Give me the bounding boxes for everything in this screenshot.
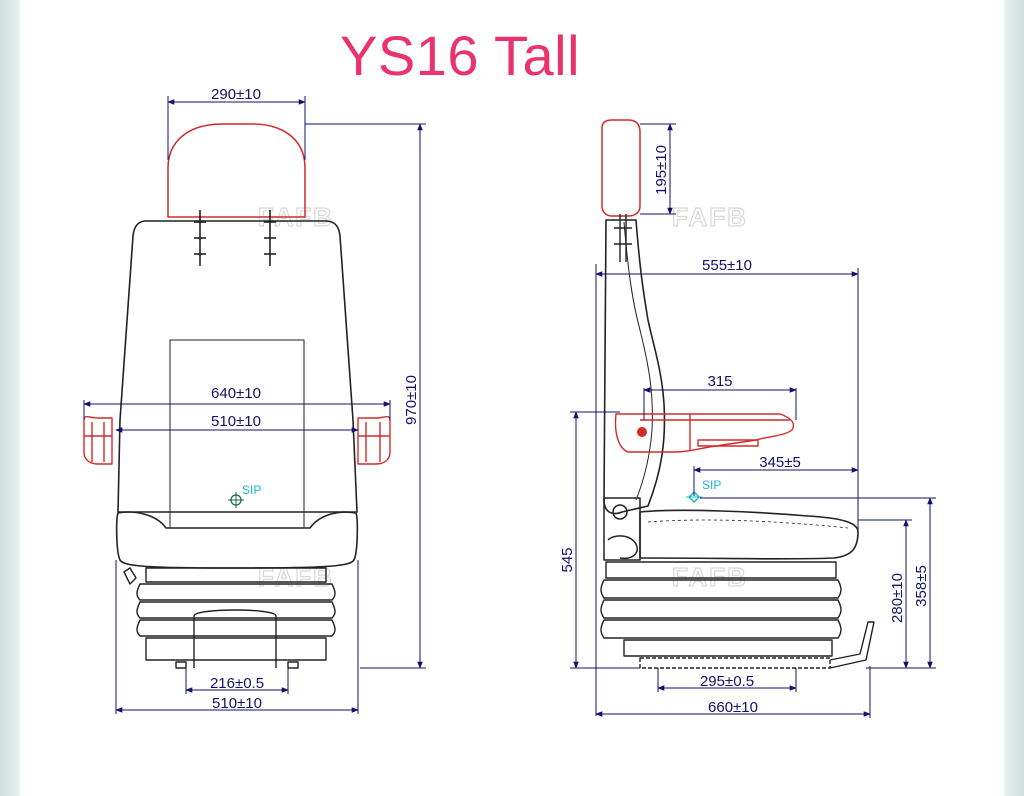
dim-base-width: 216±0.5: [210, 675, 264, 692]
side-seat-frame: [603, 497, 641, 561]
front-view: SIP 290±10 97: [83, 86, 426, 714]
side-sip-marker: [686, 491, 702, 503]
dim-seat-height-min: 280±10: [889, 573, 906, 623]
front-sip-marker: [228, 492, 244, 508]
side-headrest: [601, 119, 641, 217]
front-seat-cushion: [115, 511, 359, 569]
side-seat-cushion: [639, 509, 859, 560]
watermarks: FAFB FAFB FAFB FAFB: [257, 201, 748, 592]
armrest-pivot-dot: [637, 427, 647, 437]
front-suspension-bellows: [123, 567, 336, 669]
dim-top-depth: 555±10: [702, 257, 752, 274]
dim-headrest-height: 195±10: [653, 145, 670, 195]
dim-overall-height: 970±10: [403, 375, 420, 425]
front-right-armrest: [357, 416, 391, 465]
side-view: SIP: [559, 119, 936, 718]
dim-bottom-width: 510±10: [212, 695, 262, 712]
diagram-title: YS16 Tall: [340, 24, 581, 87]
side-cushion-seam: [647, 519, 849, 529]
dim-armrest-inner-width: 510±10: [211, 413, 261, 430]
front-headrest: [167, 123, 306, 218]
side-dimension-labels: 195±10 555±10 315 345±5 545 280±10 358±5…: [559, 145, 930, 716]
headrest-posts: [194, 210, 276, 266]
dim-base-depth: 295±0.5: [700, 673, 754, 690]
front-left-armrest: [83, 416, 113, 465]
front-dimension-labels: 290±10 970±10 640±10 510±10 216±0.5 510±…: [210, 86, 420, 712]
watermark-text: FAFB: [672, 562, 748, 592]
side-dimension-lines: [570, 123, 936, 718]
side-backrest: [603, 219, 666, 515]
dim-armrest-height: 545: [559, 547, 576, 572]
side-sip-label: SIP: [702, 478, 721, 492]
side-headrest-post: [614, 214, 632, 262]
dim-armrest-outer-width: 640±10: [211, 385, 261, 402]
side-backrest-contour: [623, 221, 653, 501]
dim-seat-depth: 345±5: [759, 454, 801, 471]
side-suspension-bellows: [600, 561, 875, 669]
dim-seat-height-max: 358±5: [913, 565, 930, 607]
dim-overall-depth: 660±10: [708, 699, 758, 716]
front-sip-label: SIP: [242, 483, 261, 497]
front-backrest: [117, 220, 358, 513]
dim-headrest-width: 290±10: [211, 86, 261, 103]
watermark-text: FAFB: [672, 202, 748, 232]
dim-armrest-length: 315: [707, 373, 732, 390]
side-armrest: [614, 413, 795, 453]
front-dimension-lines: [83, 96, 426, 714]
